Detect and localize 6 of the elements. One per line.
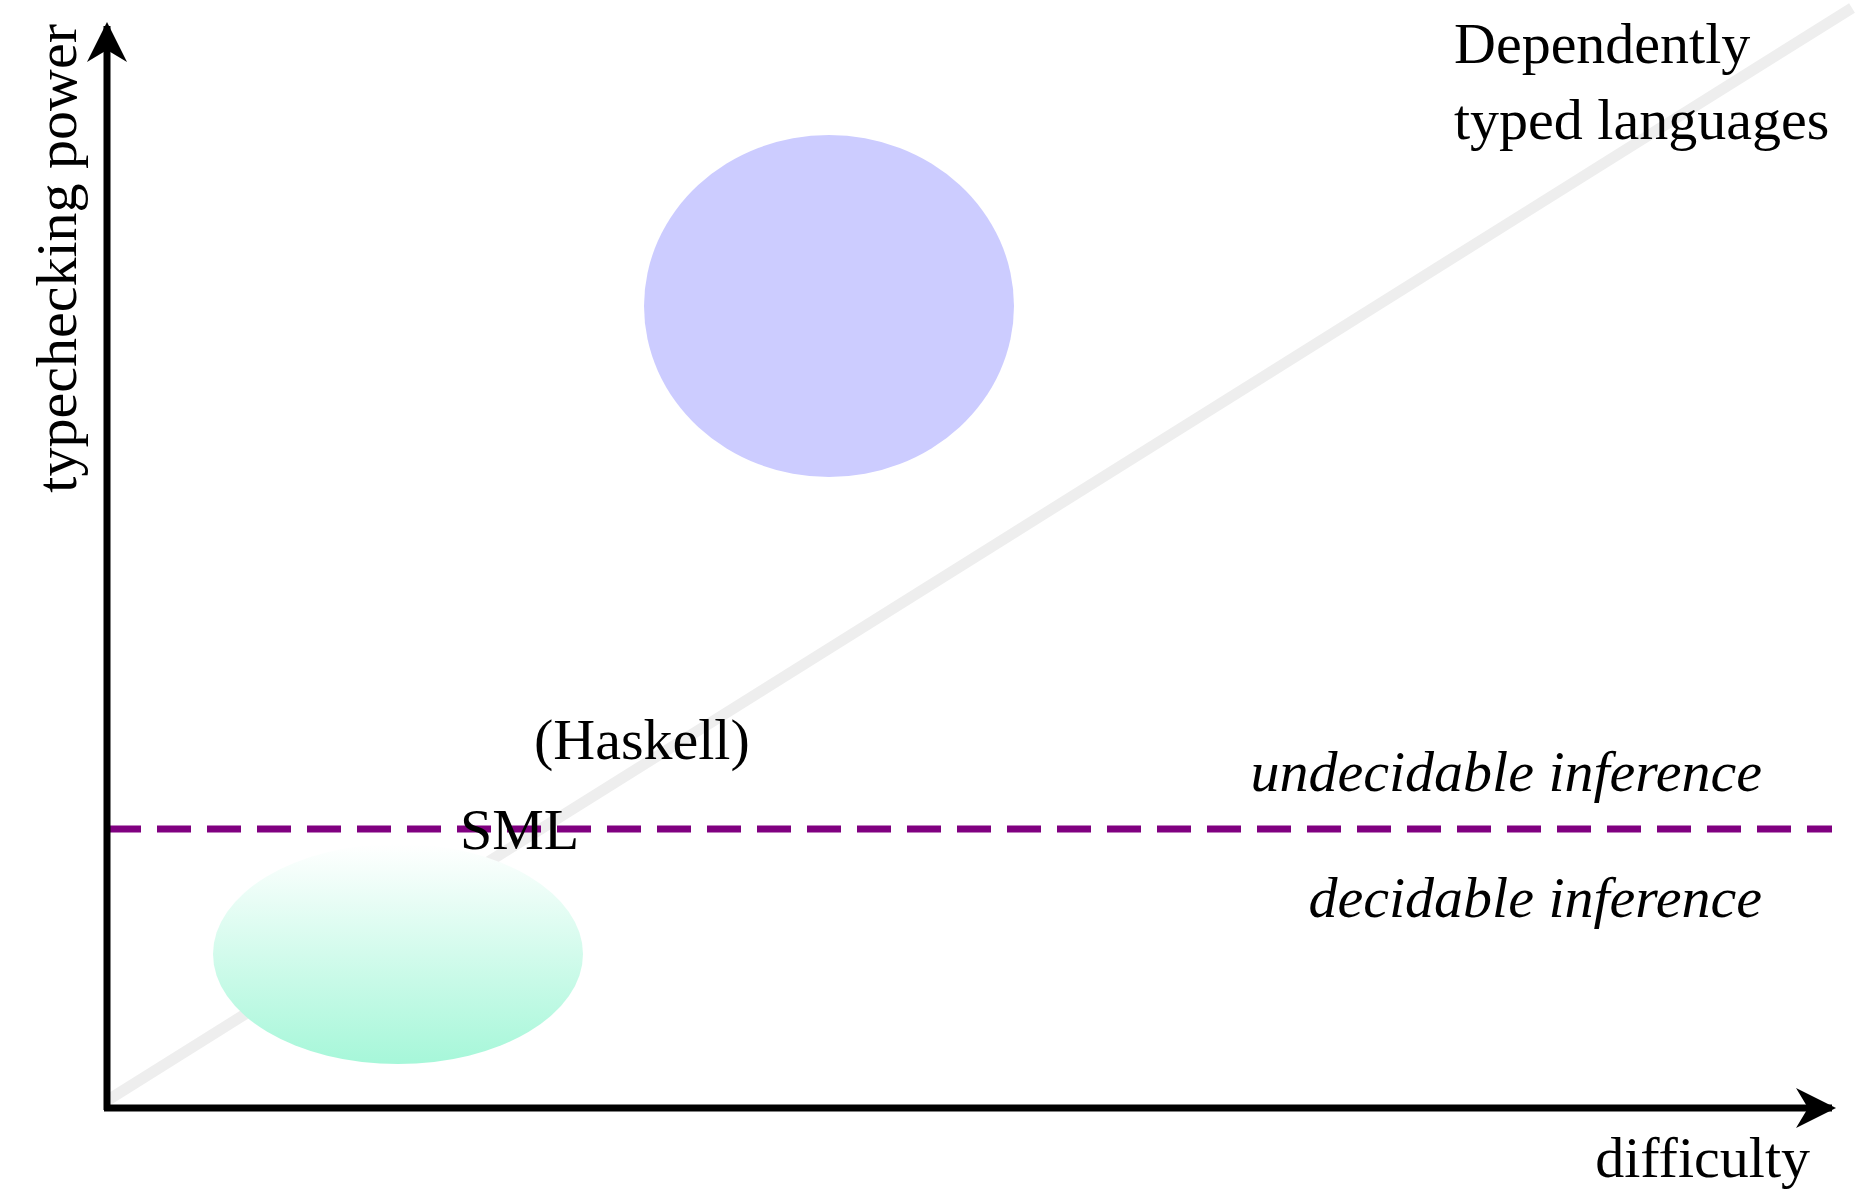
region-label: undecidable inference	[1250, 738, 1762, 806]
region-label: decidable inference	[1308, 864, 1762, 932]
axis-label: typechecking power	[24, 24, 90, 493]
point-label: (Haskell)	[534, 706, 750, 774]
category-label: Dependently typed languages	[1454, 10, 1831, 154]
axis-label: difficulty	[1595, 1124, 1810, 1192]
